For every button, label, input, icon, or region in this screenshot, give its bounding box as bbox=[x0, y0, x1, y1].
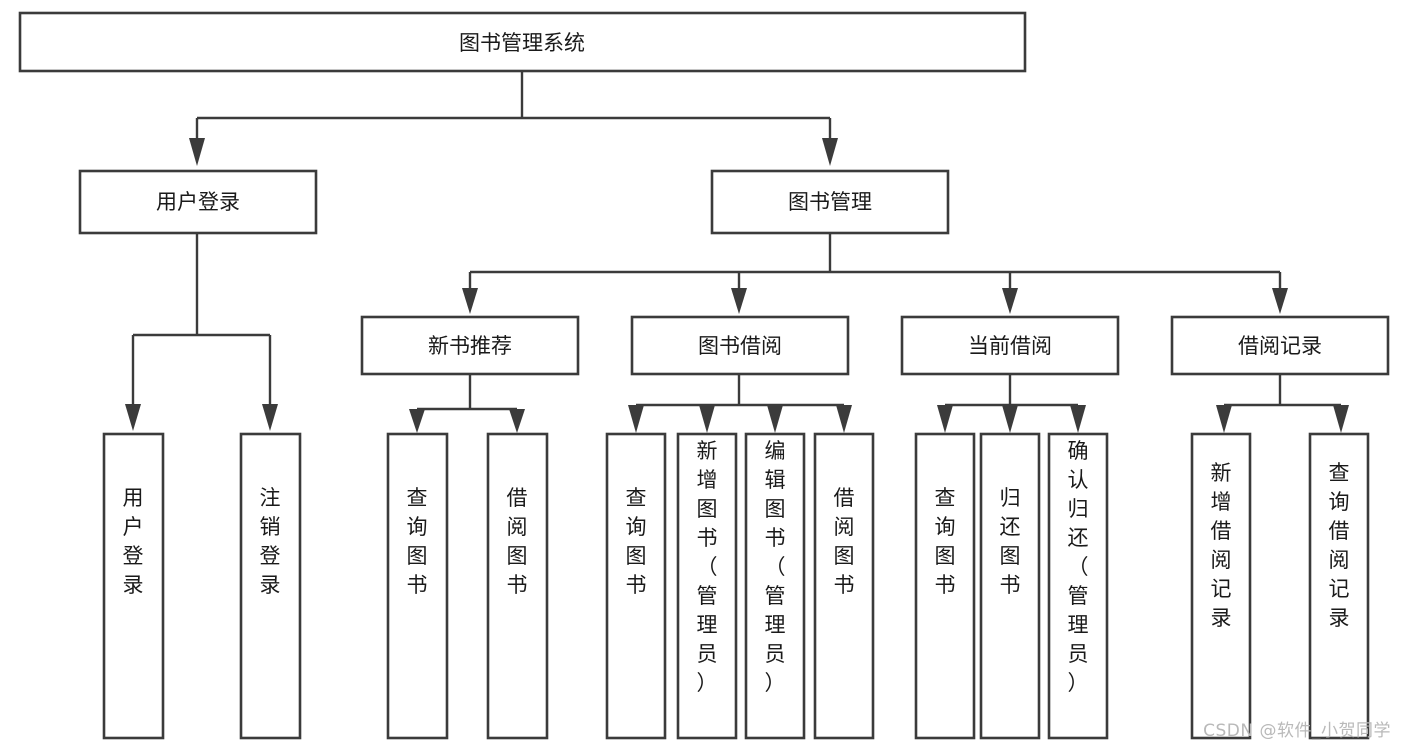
leaf-new-book-borrow[interactable]: 借阅图书 bbox=[486, 432, 549, 740]
node-root-book-management-system[interactable]: 图书管理系统 bbox=[18, 11, 1027, 73]
arrow-head-nb-leaf1 bbox=[409, 409, 425, 433]
leaf-borrow-record-add-label: 新增借阅记录 bbox=[1211, 461, 1232, 630]
arrow-head-bb-leaf3 bbox=[767, 405, 783, 433]
arrow-head-cb-leaf3 bbox=[1070, 405, 1086, 433]
leaf-user-login-logout-box[interactable] bbox=[239, 432, 302, 740]
node-current-borrow-label: 当前借阅 bbox=[968, 334, 1052, 358]
leaf-user-login-login-box[interactable] bbox=[102, 432, 165, 740]
node-user-login-box[interactable] bbox=[78, 169, 318, 235]
leaf-current-borrow-query[interactable]: 查询图书 bbox=[914, 432, 976, 740]
arrow-head-new-book-recommend bbox=[462, 288, 478, 314]
node-user-login-label: 用户登录 bbox=[156, 190, 240, 214]
leaf-current-borrow-return[interactable]: 归还图书 bbox=[979, 432, 1041, 740]
arrow-head-leaf-logout bbox=[262, 404, 278, 431]
connectors-book-mgmt-to-level3 bbox=[462, 233, 1288, 314]
leaf-user-login-login-label: 用户登录 bbox=[123, 486, 144, 597]
node-root-box[interactable] bbox=[18, 11, 1027, 73]
leaf-borrow-record-query[interactable]: 查询借阅记录 bbox=[1308, 432, 1370, 740]
node-user-login[interactable]: 用户登录 bbox=[78, 169, 318, 235]
leaf-new-book-borrow-box[interactable] bbox=[486, 432, 549, 740]
arrow-head-current-borrow bbox=[1002, 288, 1018, 314]
node-book-borrow-box[interactable] bbox=[630, 315, 850, 376]
leaf-new-book-borrow-label: 借阅图书 bbox=[507, 486, 528, 597]
arrow-head-borrow-record bbox=[1272, 288, 1288, 314]
leaf-new-book-query-box[interactable] bbox=[386, 432, 449, 740]
leaf-borrow-record-add-box[interactable] bbox=[1190, 432, 1252, 740]
arrow-head-br-leaf2 bbox=[1333, 405, 1349, 433]
leaf-current-borrow-return-label: 归还图书 bbox=[1000, 486, 1021, 597]
csdn-watermark: CSDN @软件_小贺同学 bbox=[1203, 721, 1391, 741]
connectors-user-login-to-leaves bbox=[125, 233, 278, 431]
node-book-management-label: 图书管理 bbox=[788, 190, 872, 214]
leaf-book-borrow-query-box[interactable] bbox=[605, 432, 667, 740]
leaf-book-borrow-edit-box[interactable] bbox=[744, 432, 806, 740]
leaf-book-borrow-edit[interactable]: 编辑图书（管理员） bbox=[744, 432, 806, 740]
connectors-new-book-to-leaves bbox=[409, 374, 525, 433]
arrow-head-book-borrow bbox=[731, 288, 747, 314]
leaf-book-borrow-query-label: 查询图书 bbox=[626, 486, 647, 597]
connectors-borrow-record-to-leaves bbox=[1216, 374, 1349, 433]
node-book-management[interactable]: 图书管理 bbox=[710, 169, 950, 235]
node-new-book-recommend-label: 新书推荐 bbox=[428, 334, 512, 358]
arrow-head-bb-leaf1 bbox=[628, 405, 644, 433]
node-borrow-record-box[interactable] bbox=[1170, 315, 1390, 376]
arrow-head-cb-leaf1 bbox=[937, 405, 953, 433]
leaf-current-borrow-confirm[interactable]: 确认归还（管理员） bbox=[1047, 432, 1109, 740]
leaf-current-borrow-confirm-box[interactable] bbox=[1047, 432, 1109, 740]
arrow-head-cb-leaf2 bbox=[1002, 405, 1018, 433]
node-book-borrow[interactable]: 图书借阅 bbox=[630, 315, 850, 376]
arrow-head-user-login bbox=[189, 138, 205, 166]
arrow-head-bb-leaf4 bbox=[836, 405, 852, 433]
leaf-book-borrow-add[interactable]: 新增图书（管理员） bbox=[676, 432, 738, 740]
connectors-book-borrow-to-leaves bbox=[628, 374, 852, 433]
leaf-current-borrow-query-label: 查询图书 bbox=[935, 486, 956, 597]
leaf-user-login-login[interactable]: 用户登录 bbox=[102, 432, 165, 740]
node-current-borrow[interactable]: 当前借阅 bbox=[900, 315, 1120, 376]
leaf-new-book-query[interactable]: 查询图书 bbox=[386, 432, 449, 740]
leaf-user-login-logout-label: 注销登录 bbox=[260, 486, 281, 597]
leaf-new-book-query-label: 查询图书 bbox=[407, 486, 428, 597]
leaf-borrow-record-query-box[interactable] bbox=[1308, 432, 1370, 740]
connectors-root-to-level2 bbox=[189, 71, 838, 166]
leaf-book-borrow-borrow-box[interactable] bbox=[813, 432, 875, 740]
node-current-borrow-box[interactable] bbox=[900, 315, 1120, 376]
leaf-book-borrow-query[interactable]: 查询图书 bbox=[605, 432, 667, 740]
leaf-book-borrow-edit-label: 编辑图书（管理员） bbox=[765, 439, 786, 695]
node-borrow-record[interactable]: 借阅记录 bbox=[1170, 315, 1390, 376]
leaf-book-borrow-borrow[interactable]: 借阅图书 bbox=[813, 432, 875, 740]
node-book-borrow-label: 图书借阅 bbox=[698, 334, 782, 358]
leaf-borrow-record-add[interactable]: 新增借阅记录 bbox=[1190, 432, 1252, 740]
arrow-head-leaf-user-login bbox=[125, 404, 141, 431]
leaf-current-borrow-query-box[interactable] bbox=[914, 432, 976, 740]
node-borrow-record-label: 借阅记录 bbox=[1238, 334, 1322, 358]
leaf-current-borrow-return-box[interactable] bbox=[979, 432, 1041, 740]
arrow-head-br-leaf1 bbox=[1216, 405, 1232, 433]
node-book-management-box[interactable] bbox=[710, 169, 950, 235]
leaf-current-borrow-confirm-label: 确认归还（管理员） bbox=[1068, 439, 1089, 695]
arrow-head-nb-leaf2 bbox=[509, 409, 525, 433]
arrow-head-book-mgmt bbox=[822, 138, 838, 166]
leaf-book-borrow-borrow-label: 借阅图书 bbox=[834, 486, 855, 597]
connectors-current-borrow-to-leaves bbox=[937, 374, 1086, 433]
node-root-label: 图书管理系统 bbox=[459, 31, 585, 55]
node-new-book-recommend[interactable]: 新书推荐 bbox=[360, 315, 580, 376]
leaf-book-borrow-add-label: 新增图书（管理员） bbox=[697, 439, 718, 695]
leaf-user-login-logout[interactable]: 注销登录 bbox=[239, 432, 302, 740]
node-new-book-recommend-box[interactable] bbox=[360, 315, 580, 376]
arrow-head-bb-leaf2 bbox=[699, 405, 715, 433]
leaf-borrow-record-query-label: 查询借阅记录 bbox=[1329, 461, 1350, 630]
leaf-book-borrow-add-box[interactable] bbox=[676, 432, 738, 740]
